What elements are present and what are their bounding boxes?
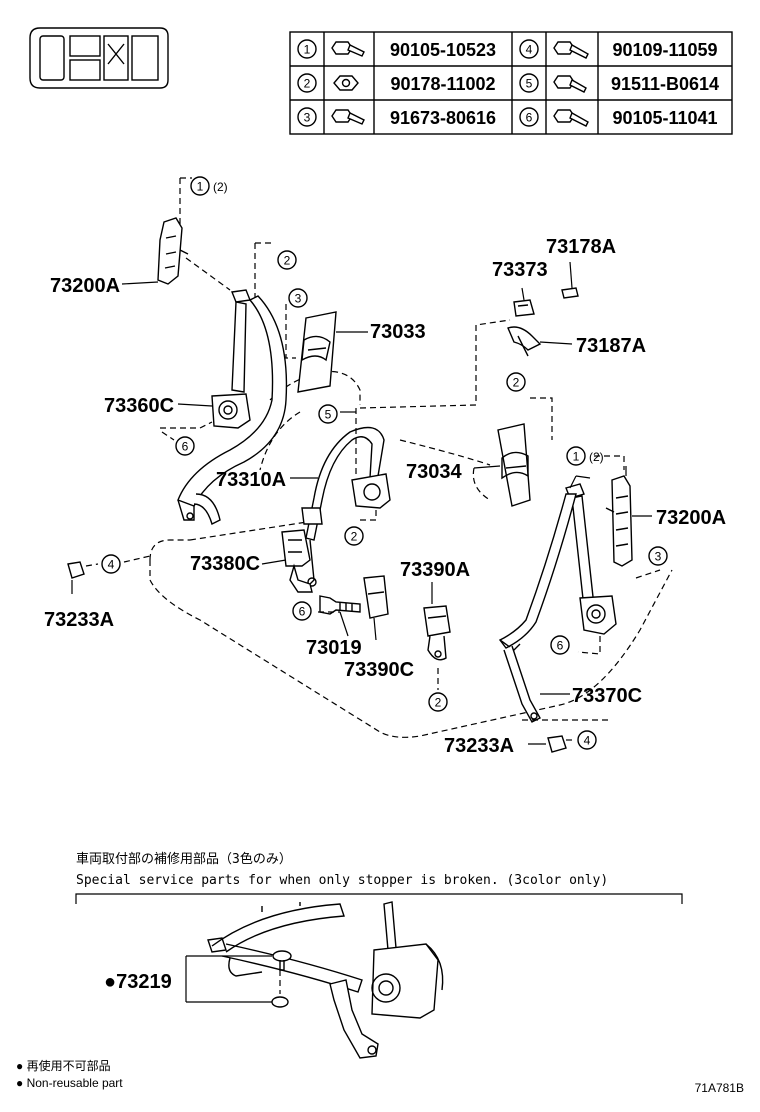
svg-text:4: 4 [526, 43, 533, 57]
table-cell-no-4: 4 [519, 39, 539, 59]
buckle-73390C [363, 575, 389, 641]
seat-layout-icon [29, 27, 169, 89]
buckle-73390A [423, 582, 451, 690]
cover-73187A [507, 326, 573, 357]
buckle-73380C [281, 529, 313, 593]
label-73219: ●73219 [104, 971, 172, 993]
callout-3: 3 [648, 546, 668, 566]
legend-en: ● Non-reusable part [16, 1076, 123, 1090]
label-73178A: 73178A [546, 236, 616, 258]
bolt-73019 [319, 595, 361, 615]
label-73310A: 73310A [216, 469, 286, 491]
svg-text:3: 3 [295, 292, 302, 306]
bolt-icon [331, 109, 365, 125]
pillar-trim-73033 [297, 311, 337, 393]
svg-text:6: 6 [182, 440, 189, 454]
table-cell-no-5: 5 [519, 73, 539, 93]
label-73390C: 73390C [344, 659, 414, 681]
svg-text:(2): (2) [213, 180, 228, 194]
svg-text:4: 4 [584, 734, 591, 748]
pad-73178A [561, 261, 579, 299]
callout-4: 4 [101, 554, 121, 574]
label-73380C: 73380C [190, 553, 260, 575]
table-cell-part: 91673-80616 [390, 108, 496, 128]
fastener-table: 1 4 2 5 3 6 [289, 31, 733, 135]
svg-text:5: 5 [526, 77, 533, 91]
nut-icon [333, 75, 359, 91]
callout-1-2-top: 1 (2) [190, 176, 228, 196]
svg-text:(2): (2) [589, 450, 604, 464]
table-cell-no-1: 1 [297, 39, 317, 59]
label-73373: 73373 [492, 259, 548, 281]
table-cell-part: 90105-11041 [612, 108, 717, 128]
callout-4: 4 [577, 730, 597, 750]
pillar-trim-73034 [472, 423, 531, 507]
table-cell-part: 90109-11059 [612, 40, 717, 60]
seat-belt-left [177, 289, 288, 525]
label-73019: 73019 [306, 637, 362, 659]
callout-5: 5 [318, 404, 338, 424]
legend-jp: ● 再使用不可部品 [16, 1058, 111, 1073]
table-cell-no-2: 2 [297, 73, 317, 93]
bolt-icon [553, 41, 589, 59]
callout-2: 2 [506, 372, 526, 392]
callout-3: 3 [288, 288, 308, 308]
svg-text:3: 3 [655, 550, 662, 564]
label-73034: 73034 [406, 461, 462, 483]
svg-text:2: 2 [284, 254, 291, 268]
label-73033: 73033 [370, 321, 426, 343]
svg-text:2: 2 [304, 77, 311, 91]
service-note-jp: 車両取付部の補修用部品（3色のみ） [76, 851, 292, 867]
figure-code: 71A781B [695, 1081, 744, 1095]
callout-6: 6 [550, 635, 570, 655]
stopper-clip [271, 950, 292, 1008]
table-cell-part: 90105-10523 [390, 40, 496, 60]
label-73200A-left: 73200A [50, 275, 120, 297]
callout-2: 2 [344, 526, 364, 546]
table-cell-no-3: 3 [297, 107, 317, 127]
shoulder-anchor-right [605, 466, 633, 567]
label-73233A-right: 73233A [444, 735, 514, 757]
svg-text:6: 6 [299, 605, 306, 619]
clip-73373 [513, 287, 535, 317]
svg-text:2: 2 [351, 530, 358, 544]
service-note-en: Special service parts for when only stop… [76, 873, 608, 888]
main-exploded-view: 1 (2) 2 3 6 5 2 4 6 [44, 176, 726, 757]
svg-text:3: 3 [304, 111, 311, 125]
label-73187A: 73187A [576, 335, 646, 357]
table-cell-part: 91511-B0614 [611, 74, 719, 94]
bolt-icon [331, 41, 365, 57]
callout-1-2-right: 1 (2) [566, 446, 604, 466]
cover-73233A-left [67, 561, 99, 594]
service-parts-section: 車両取付部の補修用部品（3色のみ） Special service parts … [75, 851, 683, 1059]
label-73233A-left: 73233A [44, 609, 114, 631]
cover-73233A-right [528, 735, 567, 753]
callout-6: 6 [292, 601, 312, 621]
label-73370C: 73370C [572, 685, 642, 707]
svg-text:6: 6 [526, 111, 533, 125]
retractor-right [579, 595, 617, 635]
callout-2: 2 [428, 692, 448, 712]
svg-text:4: 4 [108, 558, 115, 572]
table-cell-part: 90178-11002 [390, 74, 495, 94]
screw-icon [553, 75, 587, 93]
retractor-left [211, 393, 251, 429]
callout-2: 2 [277, 250, 297, 270]
table-cell-no-6: 6 [519, 107, 539, 127]
seat-belt-right [498, 475, 595, 723]
label-73200A-right: 73200A [656, 507, 726, 529]
svg-text:2: 2 [513, 376, 520, 390]
bolt-icon [553, 109, 589, 127]
shoulder-anchor-left [157, 217, 189, 285]
label-73390A: 73390A [400, 559, 470, 581]
svg-text:2: 2 [435, 696, 442, 710]
callout-6: 6 [175, 436, 195, 456]
label-73360C: 73360C [104, 395, 174, 417]
svg-text:1: 1 [197, 180, 204, 194]
svg-text:6: 6 [557, 639, 564, 653]
svg-text:1: 1 [573, 450, 580, 464]
svg-text:1: 1 [304, 43, 311, 57]
svg-text:5: 5 [325, 408, 332, 422]
